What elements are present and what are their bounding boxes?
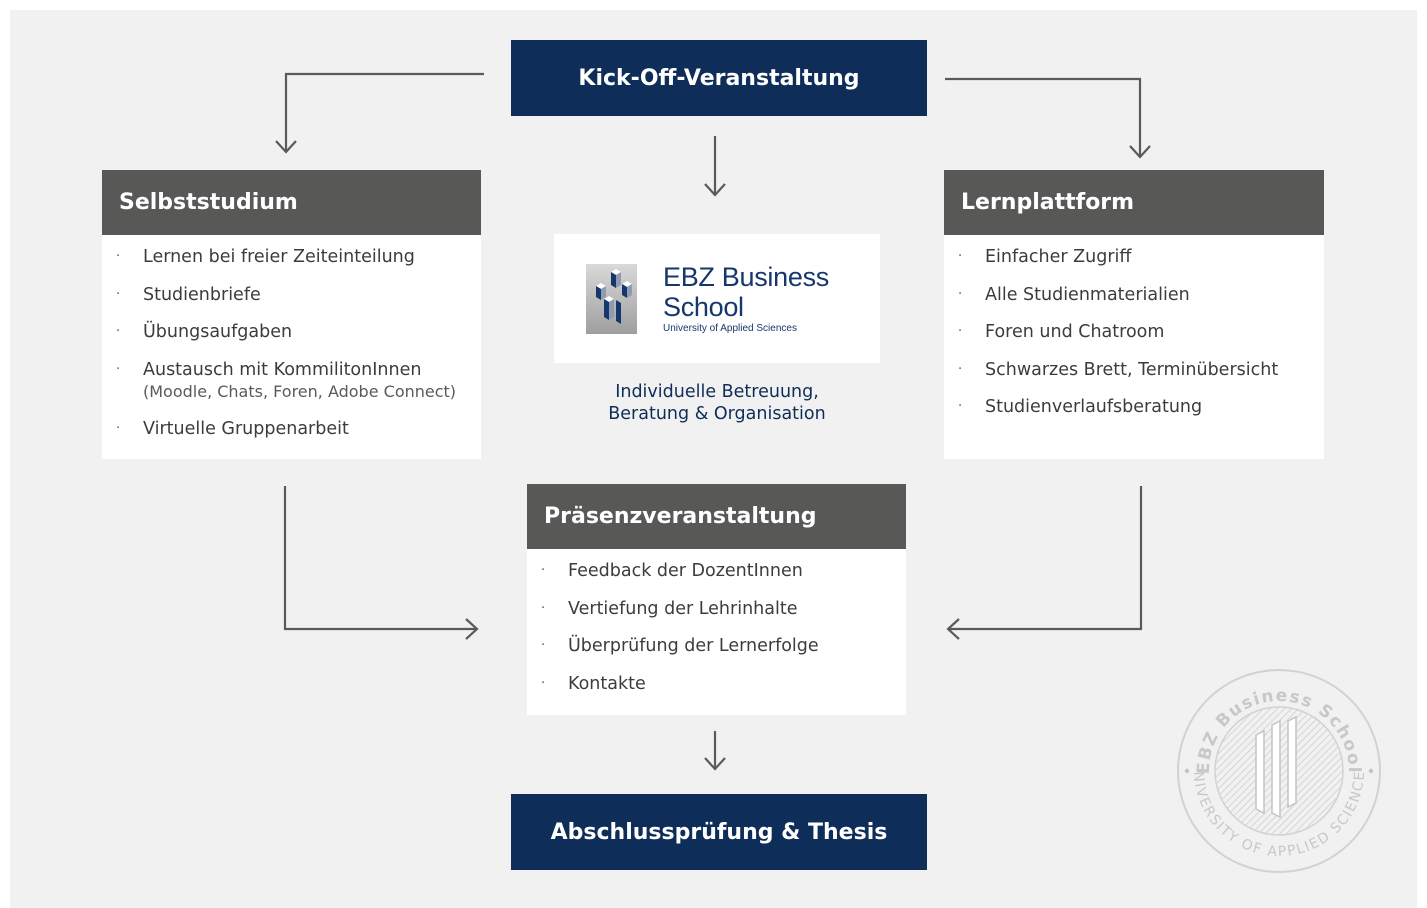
list-item: · Studienbriefe [102, 284, 481, 306]
arrow-selbststudium-to-praesenz [283, 486, 477, 631]
arrow-kickoff-to-selbststudium [284, 72, 484, 152]
list-item-text: Virtuelle Gruppenarbeit [143, 419, 349, 439]
logo-tagline: University of Applied Sciences [663, 323, 797, 334]
lernplattform-card: Lernplattform · Einfacher Zugriff · Alle S… [944, 170, 1324, 459]
list-item: · Virtuelle Gruppenarbeit [102, 418, 481, 440]
ebz-logo-icon [586, 264, 637, 334]
kickoff-box: Kick-Off-Veranstaltung [511, 40, 927, 116]
logo-wordmark: EBZ Business School [663, 262, 829, 322]
list-item: · Übungsaufgaben [102, 321, 481, 343]
bullet: · [116, 286, 121, 302]
selbststudium-card: Selbststudium · Lernen bei freier Zeitein… [102, 170, 481, 459]
bullet: · [958, 286, 963, 302]
list-item-text: Vertiefung der Lehrinhalte [568, 598, 798, 619]
list-item-text: Feedback der DozentInnen [568, 561, 803, 581]
arrow-lernplattform-to-praesenz [948, 486, 1143, 631]
list-item: · Überprüfung der Lernerfolge [527, 635, 906, 657]
list-item-text: Übungsaufgaben [143, 322, 293, 342]
arrowhead [946, 618, 960, 640]
list-item-text: Foren und Chatroom [985, 322, 1165, 342]
logo-line1: EBZ Business [663, 262, 829, 292]
list-item-text: Einfacher Zugriff [985, 247, 1132, 267]
list-item: · Kontakte [527, 673, 906, 695]
ebz-seal-watermark: EBZ Business School UNIVERSITY OF APPLIE… [1174, 663, 1381, 873]
bullet: · [116, 324, 121, 339]
bullet: · [541, 563, 546, 578]
list-item-text: Studienverlaufsberatung [985, 397, 1203, 417]
list-item-text: Kontakte [568, 673, 646, 694]
arrowhead [465, 618, 479, 640]
praesenz-title: Präsenzveranstaltung [527, 484, 906, 549]
list-item: · Vertiefung der Lehrinhalte [527, 598, 906, 620]
list-item-text: Lernen bei freier Zeiteinteilung [143, 247, 415, 267]
arrowhead [704, 757, 726, 771]
arrowhead [1129, 145, 1151, 159]
list-item: · Foren und Chatroom [944, 321, 1324, 343]
bullet: · [116, 249, 121, 264]
bullet: · [116, 361, 121, 377]
list-item: · Alle Studienmaterialien [944, 284, 1324, 306]
list-item: · Lernen bei freier Zeiteinteilung [102, 246, 481, 268]
logo-line2: School [663, 292, 744, 322]
list-item: · Einfacher Zugriff [944, 246, 1324, 268]
kickoff-label: Kick-Off-Veranstaltung [578, 65, 860, 91]
list-item: · Studienverlaufsberatung [944, 396, 1324, 418]
selbststudium-list: · Lernen bei freier Zeiteinteilung · Studi… [102, 235, 481, 440]
arrowhead [704, 183, 726, 197]
center-caption: Individuelle Betreuung, Beratung & Organ… [554, 381, 880, 425]
list-item-text: Überprüfung der Lernerfolge [568, 636, 819, 656]
list-item-subtext: (Moodle, Chats, Foren, Adobe Connect) [143, 381, 457, 401]
bullet: · [958, 249, 963, 264]
list-item-text: Alle Studienmaterialien [985, 284, 1190, 305]
bullet: · [958, 399, 963, 414]
bullet: · [541, 675, 546, 691]
praesenz-card: Präsenzveranstaltung · Feedback der Dozen… [527, 484, 906, 715]
bullet: · [116, 421, 121, 436]
arrow-kickoff-to-lernplattform [945, 77, 1142, 157]
bullet: · [541, 638, 546, 653]
lernplattform-title: Lernplattform [944, 170, 1324, 235]
bullet: · [958, 324, 963, 339]
bullet: · [958, 361, 963, 377]
list-item-text: Studienbriefe [143, 284, 261, 305]
caption-line1: Individuelle Betreuung, [615, 382, 819, 402]
ebz-logo-box [554, 234, 880, 363]
lernplattform-list: · Einfacher Zugriff · Alle Studienmaterial… [944, 235, 1324, 418]
list-item: · Feedback der DozentInnen [527, 560, 906, 582]
list-item-text: Schwarzes Brett, Terminübersicht [985, 359, 1279, 380]
list-item: · Schwarzes Brett, Terminübersicht [944, 359, 1324, 381]
caption-line2: Beratung & Organisation [608, 404, 826, 424]
list-item: · Austausch mit KommilitonInnen(Moodle, C… [102, 359, 481, 403]
bullet: · [541, 600, 546, 616]
list-item-text: Austausch mit KommilitonInnen [143, 359, 422, 380]
diagram-canvas [10, 10, 1417, 908]
final-label: Abschlussprüfung & Thesis [550, 819, 888, 845]
selbststudium-title: Selbststudium [102, 170, 481, 235]
arrowhead [275, 140, 297, 154]
praesenz-list: · Feedback der DozentInnen · Vertiefung de… [527, 549, 906, 695]
final-box: Abschlussprüfung & Thesis [511, 794, 927, 870]
